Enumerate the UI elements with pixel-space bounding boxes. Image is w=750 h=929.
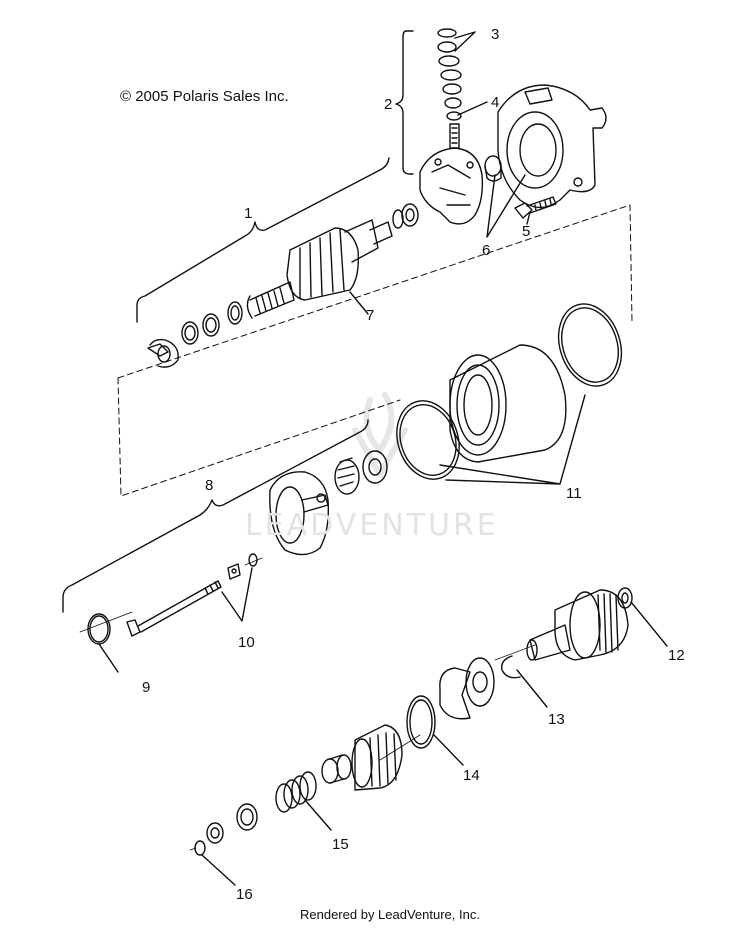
callout-4: 4 (491, 94, 500, 111)
bearing (334, 450, 388, 495)
part-13-snap-ring (501, 655, 521, 679)
washer (205, 317, 217, 333)
callout-15: 15 (332, 836, 349, 853)
bushing (321, 754, 352, 784)
bracket-8 (62, 419, 369, 613)
washer (202, 313, 220, 337)
brush-holder-clip (147, 338, 179, 368)
part-11-o-ring-right (557, 303, 623, 387)
callout-6: 6 (482, 242, 491, 259)
retainer-plate (439, 667, 471, 720)
part-12-pinion-shaft (526, 589, 629, 661)
washer (206, 822, 224, 844)
callout-16: 16 (236, 886, 253, 903)
washer (401, 203, 419, 227)
end-housing (497, 84, 607, 209)
leader (526, 211, 531, 225)
callout-5: 5 (522, 223, 531, 240)
front-housing (269, 471, 330, 556)
part-5-bolt (514, 196, 557, 219)
part-10-washer (227, 563, 241, 580)
washer (405, 208, 415, 222)
leader (454, 31, 476, 52)
part-11-yoke (449, 344, 567, 463)
part-15-spring (275, 771, 317, 813)
washer (230, 305, 240, 321)
leader (349, 291, 369, 315)
washer (236, 803, 258, 831)
leader (433, 734, 464, 766)
leader (630, 601, 668, 647)
callout-9: 9 (142, 679, 151, 696)
washer (184, 325, 196, 341)
leader (457, 101, 488, 116)
callout-7: 7 (366, 307, 375, 324)
callout-10: 10 (238, 634, 255, 651)
washer (181, 321, 199, 345)
part-3-nuts-washers (437, 28, 462, 121)
part-9-o-ring (87, 613, 111, 645)
leader (439, 394, 586, 485)
overrunning-clutch (351, 724, 403, 791)
callout-12: 12 (668, 647, 685, 664)
callout-1: 1 (244, 205, 253, 222)
callout-3: 3 (491, 26, 500, 43)
callout-13: 13 (548, 711, 565, 728)
part-11-o-ring-left (396, 400, 460, 480)
leader (98, 643, 119, 673)
callout-11: 11 (566, 485, 582, 502)
axis-line (79, 557, 536, 851)
part-10-through-bolt (126, 580, 222, 637)
leader (201, 854, 236, 886)
leader (486, 174, 526, 238)
part-16-clip (194, 840, 206, 856)
callout-2: 2 (384, 96, 393, 113)
bracket-2 (395, 30, 414, 175)
watermark-logo (352, 392, 408, 478)
bracket-1 (136, 157, 390, 323)
copyright-text: © 2005 Polaris Sales Inc. (120, 88, 289, 105)
washer (227, 301, 243, 325)
assembly-boundary (117, 204, 633, 497)
leader (516, 669, 548, 708)
leader (304, 799, 332, 831)
part-12-clip (617, 587, 633, 609)
part-14-ring (406, 695, 436, 749)
callout-8: 8 (205, 477, 214, 494)
part-7-armature (246, 219, 393, 319)
footer-text: Rendered by LeadVenture, Inc. (300, 907, 480, 922)
thrust-washer (465, 657, 495, 707)
callout-14: 14 (463, 767, 480, 784)
watermark-text: LEADVENTURE (245, 508, 499, 543)
brush-plate (419, 147, 484, 225)
leader (221, 567, 253, 622)
part-10-o-ring (248, 553, 258, 567)
part-4-stud (449, 123, 460, 149)
